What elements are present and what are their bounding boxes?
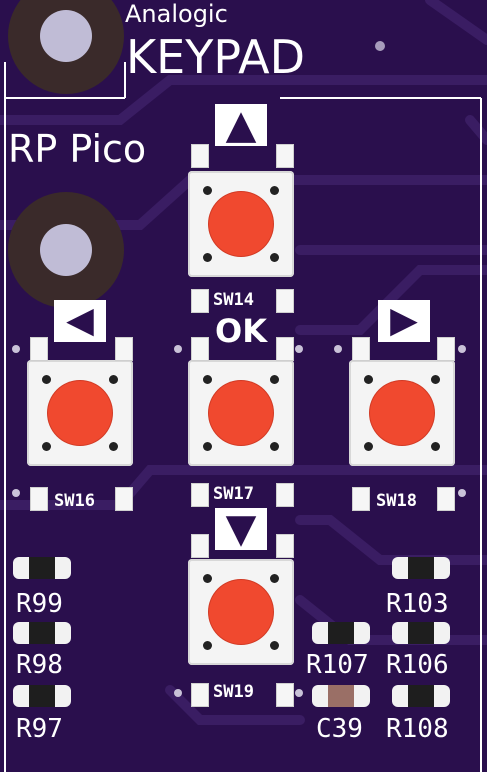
switch-left[interactable] <box>22 355 138 471</box>
button-cap[interactable] <box>48 381 112 445</box>
arrow-left-icon: ◀ <box>66 300 94 341</box>
switch-down-ref: SW19 <box>213 682 254 702</box>
resistor-r106-label: R106 <box>386 650 449 680</box>
board-title-big: KEYPAD <box>126 30 306 84</box>
arrow-down-icon: ▼ <box>225 506 257 552</box>
resistor-r98 <box>13 622 71 644</box>
resistor-r99 <box>13 557 71 579</box>
board-title-small: Analogic <box>125 0 228 28</box>
capacitor-c39-label: C39 <box>316 714 363 744</box>
ok-label: OK <box>215 312 267 350</box>
switch-down[interactable] <box>183 554 299 670</box>
resistor-r107-label: R107 <box>306 650 369 680</box>
resistor-r97 <box>13 685 71 707</box>
resistor-r106 <box>392 622 450 644</box>
via <box>375 41 385 51</box>
module-label: RP Pico <box>8 127 147 171</box>
ok-label-box: OK <box>213 313 269 349</box>
arrow-left-label: ◀ <box>54 300 106 342</box>
arrow-down-label: ▼ <box>215 508 267 550</box>
arrow-up-label: ▲ <box>215 104 267 146</box>
resistor-r97-label: R97 <box>16 714 63 744</box>
switch-up-ref: SW14 <box>213 290 254 310</box>
button-cap[interactable] <box>209 381 273 445</box>
switch-right[interactable] <box>344 355 460 471</box>
switch-center[interactable] <box>183 355 299 471</box>
resistor-r107 <box>312 622 370 644</box>
switch-up[interactable] <box>183 166 299 282</box>
button-cap[interactable] <box>209 192 273 256</box>
resistor-r108 <box>392 685 450 707</box>
switch-center-ref: SW17 <box>213 484 254 504</box>
arrow-right-icon: ▶ <box>390 300 418 341</box>
arrow-up-icon: ▲ <box>225 102 257 148</box>
resistor-r99-label: R99 <box>16 589 63 619</box>
button-cap[interactable] <box>209 580 273 644</box>
resistor-r108-label: R108 <box>386 714 449 744</box>
resistor-r103-label: R103 <box>386 589 449 619</box>
arrow-right-label: ▶ <box>378 300 430 342</box>
button-cap[interactable] <box>370 381 434 445</box>
resistor-r103 <box>392 557 450 579</box>
capacitor-c39 <box>312 685 370 707</box>
switch-right-ref: SW18 <box>376 491 417 511</box>
switch-left-ref: SW16 <box>54 491 95 511</box>
resistor-r98-label: R98 <box>16 650 63 680</box>
